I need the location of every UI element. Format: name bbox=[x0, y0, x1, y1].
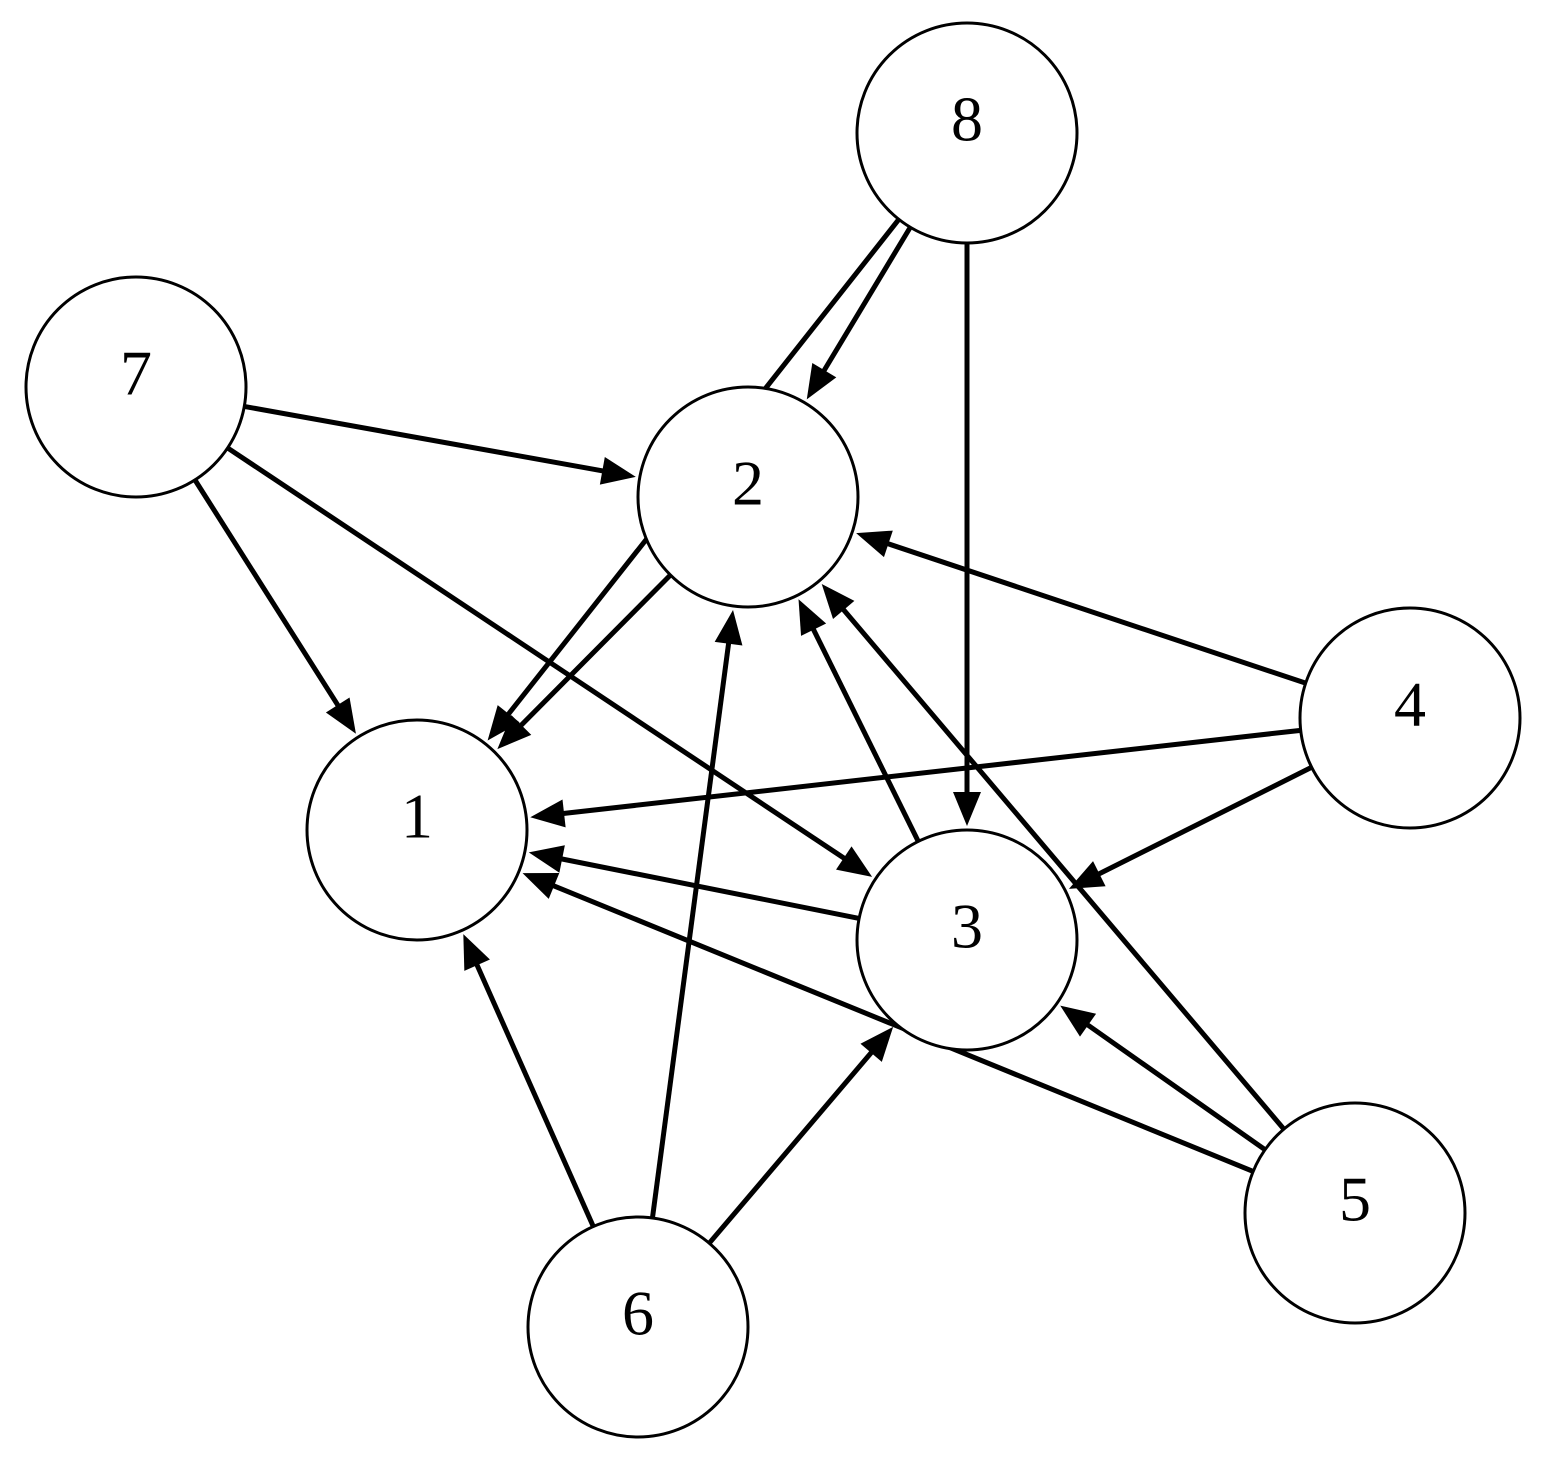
edge-line bbox=[821, 225, 913, 374]
node-label: 8 bbox=[951, 84, 983, 155]
edge-7-to-2 bbox=[243, 403, 636, 485]
arrowhead bbox=[522, 872, 560, 899]
edge-line bbox=[226, 445, 847, 862]
arrowhead bbox=[806, 362, 837, 400]
edge-5-to-2 bbox=[821, 583, 1286, 1131]
edge-3-to-2 bbox=[798, 599, 921, 843]
node-circle bbox=[1298, 606, 1522, 830]
edge-line bbox=[649, 641, 732, 1219]
edge-5-to-3 bbox=[1060, 1005, 1267, 1152]
arrowhead bbox=[1060, 1005, 1097, 1037]
arrowhead bbox=[860, 1026, 894, 1062]
node-circle bbox=[24, 275, 248, 499]
node-circle bbox=[855, 21, 1079, 245]
edge-2-to-1 bbox=[497, 573, 673, 750]
edge-line bbox=[474, 962, 596, 1228]
node-3: 3 bbox=[855, 828, 1079, 1052]
edges-layer bbox=[192, 217, 1313, 1245]
arrowhead bbox=[530, 799, 566, 828]
arrowhead bbox=[821, 583, 855, 619]
node-label: 6 bbox=[622, 1278, 654, 1349]
node-label: 7 bbox=[120, 338, 152, 409]
edge-line bbox=[840, 606, 1286, 1131]
node-label: 1 bbox=[401, 781, 433, 852]
edge-7-to-3 bbox=[226, 445, 873, 877]
edge-6-to-3 bbox=[707, 1026, 894, 1245]
arrowhead bbox=[953, 792, 981, 826]
node-label: 5 bbox=[1339, 1164, 1371, 1235]
arrowhead bbox=[497, 715, 532, 750]
node-circle bbox=[526, 1215, 750, 1439]
arrowhead bbox=[325, 697, 356, 734]
node-2: 2 bbox=[636, 385, 860, 609]
edge-6-to-2 bbox=[649, 610, 743, 1219]
edge-line bbox=[810, 626, 921, 843]
arrowhead bbox=[856, 530, 893, 558]
edge-line bbox=[559, 856, 860, 921]
arrowhead bbox=[714, 610, 743, 646]
node-8: 8 bbox=[855, 21, 1079, 245]
arrowhead bbox=[599, 457, 636, 485]
node-circle bbox=[636, 385, 860, 609]
nodes-layer: 1 2 3 4 5 6 7 8 bbox=[24, 21, 1522, 1439]
node-label: 4 bbox=[1394, 669, 1426, 740]
node-7: 7 bbox=[24, 275, 248, 499]
node-1: 1 bbox=[305, 718, 529, 942]
node-4: 4 bbox=[1298, 606, 1522, 830]
node-label: 3 bbox=[951, 891, 983, 962]
edge-line bbox=[1096, 765, 1313, 877]
edge-line bbox=[885, 540, 1307, 686]
arrowhead bbox=[528, 845, 565, 873]
arrowhead bbox=[836, 846, 873, 877]
edge-4-to-2 bbox=[856, 530, 1307, 686]
node-circle bbox=[305, 718, 529, 942]
arrowhead bbox=[798, 599, 827, 636]
edge-4-to-3 bbox=[1068, 765, 1313, 889]
edge-line bbox=[707, 1049, 875, 1245]
node-label: 2 bbox=[732, 448, 764, 519]
edge-line bbox=[1084, 1021, 1267, 1152]
edge-line bbox=[561, 727, 1301, 817]
edge-8-to-3 bbox=[953, 243, 981, 826]
arrowhead bbox=[463, 934, 490, 971]
edge-3-to-1 bbox=[528, 845, 860, 921]
edge-4-to-1 bbox=[530, 727, 1301, 828]
edge-line bbox=[192, 478, 341, 709]
edge-6-to-1 bbox=[463, 934, 596, 1228]
node-circle bbox=[855, 828, 1079, 1052]
edge-8-to-2 bbox=[806, 225, 913, 400]
node-circle bbox=[1243, 1101, 1467, 1325]
arrowhead bbox=[1068, 861, 1106, 889]
node-6: 6 bbox=[526, 1215, 750, 1439]
edge-line bbox=[518, 573, 673, 729]
node-5: 5 bbox=[1243, 1101, 1467, 1325]
edge-line bbox=[243, 403, 605, 474]
edge-7-to-1 bbox=[192, 478, 356, 734]
arrowhead bbox=[487, 705, 520, 741]
